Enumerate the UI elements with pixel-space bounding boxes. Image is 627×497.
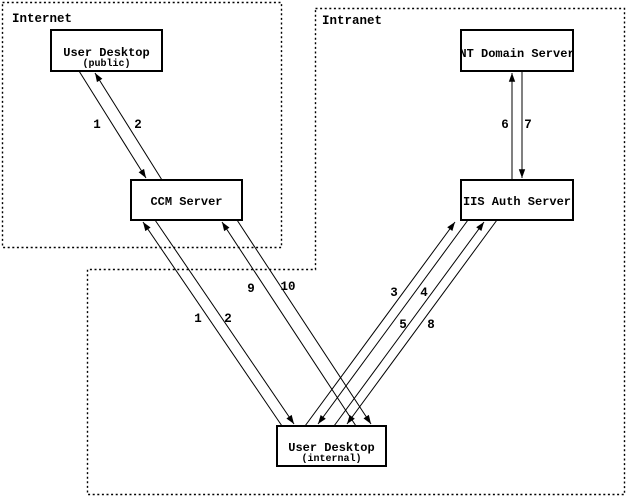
user-desktop-public-subtitle: (public) — [82, 58, 130, 70]
node-user-desktop-internal: User Desktop (internal) — [276, 425, 387, 467]
user-desktop-internal-box — [276, 425, 387, 467]
arrow-label-step-3: 3 — [390, 286, 398, 300]
arrow-line-step-8 — [346, 219, 498, 425]
arrow-label-step-7: 7 — [524, 118, 532, 132]
arrow-line-step-5 — [333, 221, 485, 427]
arrow-label-step-8: 8 — [427, 318, 435, 332]
arrow-line-step-10 — [236, 219, 372, 425]
nt-domain-server-box — [460, 29, 574, 72]
intranet-zone-border — [86, 7, 626, 496]
iis-auth-server-box — [460, 179, 574, 221]
iis-auth-server-title: IIS Auth Server — [463, 195, 571, 209]
internet-zone-border — [1, 1, 283, 249]
arrow-label-step-5: 5 — [399, 318, 407, 332]
ccm-server-box — [130, 179, 243, 221]
user-desktop-internal-subtitle: (internal) — [301, 453, 361, 465]
arrow-line-step-3 — [304, 221, 456, 427]
arrow-label-step-10: 10 — [280, 280, 295, 294]
arrow-label-internal-1: 1 — [194, 312, 202, 326]
flow-arrows — [78, 70, 526, 427]
arrow-line-public-1 — [78, 70, 147, 179]
arrow-label-step-4: 4 — [420, 286, 428, 300]
arrow-label-public-2: 2 — [134, 118, 142, 132]
intranet-zone-label: Intranet — [322, 14, 382, 28]
ccm-server-title: CCM Server — [150, 195, 222, 209]
arrow-label-internal-2: 2 — [224, 312, 232, 326]
arrow-line-public-2 — [94, 72, 163, 181]
node-iis-auth-server: IIS Auth Server — [460, 179, 574, 221]
arrow-line-step-9 — [221, 221, 357, 427]
node-ccm-server: CCM Server — [130, 179, 243, 221]
user-desktop-public-title: User Desktop — [63, 46, 149, 60]
nt-domain-server-title: NT Domain Server — [459, 47, 574, 61]
user-desktop-internal-title: User Desktop — [288, 441, 374, 455]
arrow-line-internal-1 — [142, 221, 283, 427]
arrow-label-step-6: 6 — [501, 118, 509, 132]
node-user-desktop-public: User Desktop (public) — [50, 29, 163, 72]
user-desktop-public-box — [50, 29, 163, 72]
arrow-line-internal-2 — [154, 219, 295, 425]
flow-step-labels: 1 2 1 2 9 10 3 4 5 8 6 7 — [93, 118, 532, 332]
node-nt-domain-server: NT Domain Server — [459, 29, 575, 72]
arrow-label-step-9: 9 — [247, 282, 255, 296]
internet-zone-label: Internet — [12, 12, 72, 26]
arrow-label-public-1: 1 — [93, 118, 101, 132]
arrow-line-step-4 — [317, 219, 469, 425]
